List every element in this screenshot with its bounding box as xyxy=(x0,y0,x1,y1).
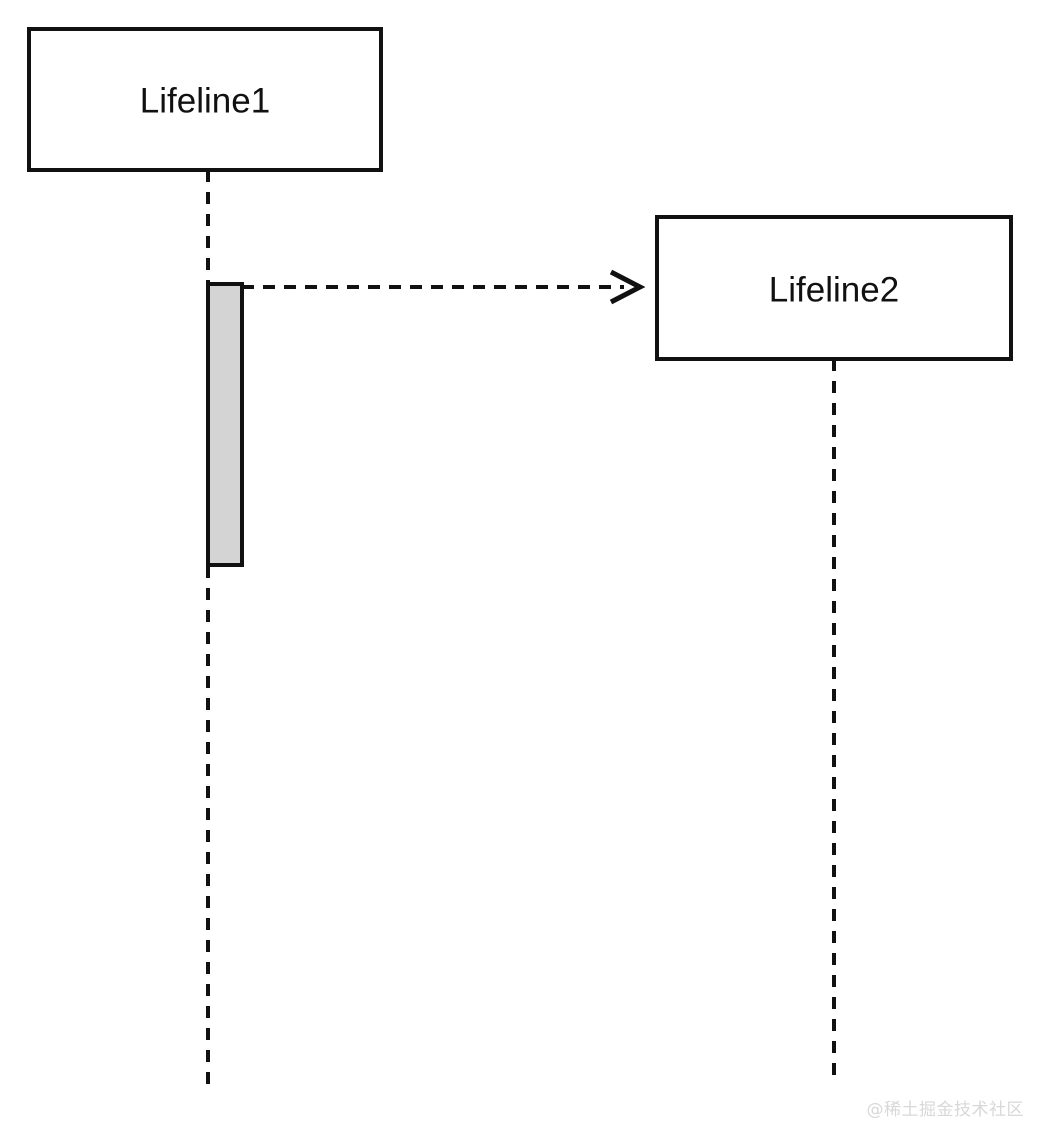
activation-bar-1[interactable] xyxy=(206,282,244,567)
message-arrow-1[interactable] xyxy=(242,269,646,305)
participant-box-1[interactable] xyxy=(27,27,383,172)
participant-lifeline2[interactable]: Lifeline2 xyxy=(655,215,1013,1085)
participant-box-2[interactable] xyxy=(655,215,1013,361)
message-arrowhead-1 xyxy=(609,269,646,305)
participant-lifeline1[interactable]: Lifeline1 xyxy=(27,27,383,1085)
activation-bar-group[interactable] xyxy=(206,282,244,567)
watermark: @稀土掘金技术社区 xyxy=(867,1100,1025,1120)
participant-label-2: Lifeline2 xyxy=(769,270,899,309)
participant-label-1: Lifeline1 xyxy=(140,81,270,120)
